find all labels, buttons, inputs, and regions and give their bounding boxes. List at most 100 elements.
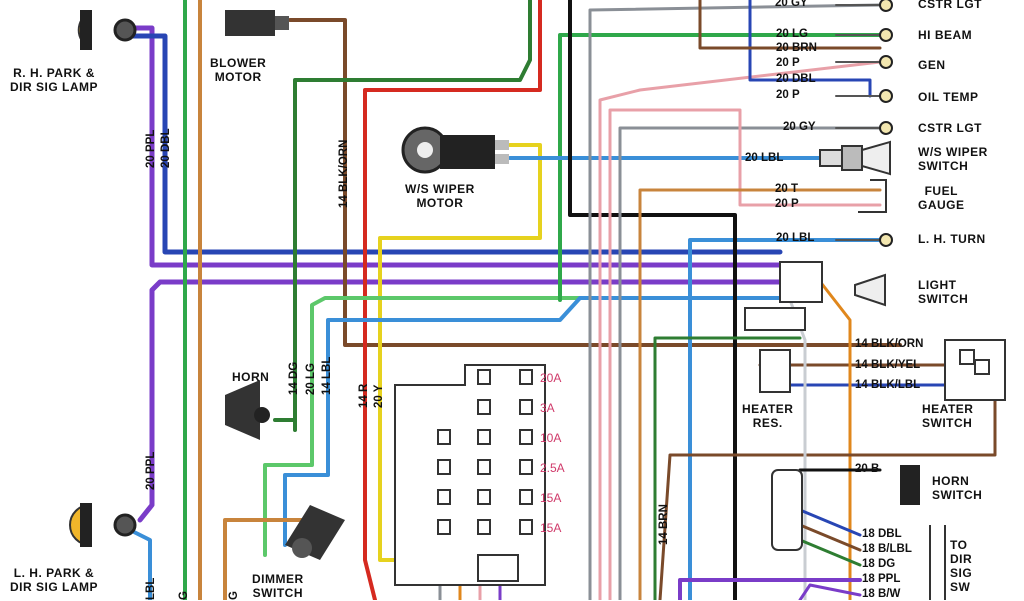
wire-label-ppl-v2: 20 PPL (145, 451, 157, 490)
wire-green-v2 (653, 336, 802, 600)
wire-tan-fuel (638, 188, 882, 600)
horn-switch-icon (900, 465, 920, 505)
wire-dir-5 (798, 583, 862, 600)
wire-label-t: 20 T (775, 183, 799, 195)
wire-label-b-lbl18: 18 B/LBL (862, 543, 912, 555)
label-ws-wiper-switch: W/S WIPER SWITCH (918, 145, 988, 173)
wire-pink-1 (598, 60, 882, 600)
fuel-gauge-icon (858, 179, 887, 213)
label-fuel-gauge: FUEL GAUGE (918, 184, 965, 212)
wire-label-brn: 20 BRN (776, 42, 817, 54)
wire-dimmer-tan (223, 518, 312, 600)
label-rh-park: R. H. PARK & DIR SIG LAMP (10, 66, 99, 94)
wire-label-dg18: 18 DG (862, 558, 896, 570)
dimmer-switch-icon (285, 505, 345, 560)
fuse-rating-4: 2.5A (540, 461, 565, 475)
rh-park-lamp-icon (77, 10, 137, 50)
wire-label-lg-v: 20 LG (305, 363, 317, 395)
wire-ppl-rh (127, 25, 793, 268)
label-blower-motor: BLOWER MOTOR (210, 56, 267, 84)
wire-dir-1 (798, 508, 862, 537)
lh-park-lamp-icon (69, 503, 137, 547)
horn-icon (225, 380, 270, 440)
wire-brn-top (698, 0, 882, 50)
fuse-rating-2: 3A (540, 401, 555, 415)
fuse-rating-6: 15A (540, 521, 562, 535)
fuse-rating-1: 20A (540, 371, 562, 385)
wire-label-r-v: 14 R (358, 383, 370, 408)
wire-label-ppl-v1: 20 PPL (145, 129, 157, 168)
wire-lbl-lh (128, 528, 152, 600)
wire-black (568, 0, 737, 600)
wire-label-p3: 20 P (775, 198, 799, 210)
wire-yellow (378, 143, 542, 562)
wire-dir-2 (798, 523, 862, 552)
wire-orange-v (813, 273, 852, 600)
wire-dbl-rh (127, 33, 783, 255)
wire-label-lbl-v: LBL (145, 577, 157, 600)
wire-label-lbl14-v: 14 LBL (321, 356, 333, 395)
wire-dbl-gen (748, 0, 872, 98)
wire-lg (310, 296, 782, 422)
dir-sig-connector-icon (771, 469, 946, 600)
label-cstr-lgt-top: CSTR LGT (918, 0, 982, 11)
wire-label-y-v: 20 Y (373, 384, 385, 408)
blower-motor-icon (225, 10, 289, 36)
wire-dg (293, 0, 532, 432)
fuse-rating-3: 10A (540, 431, 562, 445)
wire-label-blk-orn-right: 14 BLK/ORN (855, 338, 924, 350)
wire-label-g-v2: G (228, 591, 240, 600)
wire-label-dg-v: 14 DG (288, 361, 300, 395)
wire-dir-4 (678, 578, 862, 600)
wire-ppl-lh (137, 279, 793, 523)
wire-dimmer-blue (283, 418, 330, 547)
ws-wiper-motor-icon (401, 126, 509, 174)
wire-label-dbl: 20 DBL (776, 73, 816, 85)
wire-label-ppl18: 18 PPL (862, 573, 901, 585)
heater-res-icon (759, 349, 791, 393)
wire-label-lbl-wiper: 20 LBL (745, 152, 784, 164)
wire-label-b-w18: 18 B/W (862, 588, 901, 600)
wire-label-lg: 20 LG (776, 28, 808, 40)
wire-lg-top (558, 33, 882, 302)
label-lh-turn: L. H. TURN (918, 232, 986, 246)
label-ws-wiper-motor: W/S WIPER MOTOR (405, 182, 475, 210)
label-hi-beam: HI BEAM (918, 28, 973, 42)
fuse-box-icon (394, 364, 546, 586)
wire-red (363, 0, 542, 600)
wire-label-gy-top: 20 GY (775, 0, 808, 9)
wire-label-lbl-turn: 20 LBL (776, 232, 815, 244)
wire-label-blk-yel: 14 BLK/YEL (855, 359, 921, 371)
label-horn-switch: HORN SWITCH (932, 474, 983, 502)
heater-switch-icon (944, 339, 1006, 401)
wire-label-gy: 20 GY (783, 121, 816, 133)
label-cstr-lgt: CSTR LGT (918, 121, 982, 135)
wire-label-dbl-v: 20 DBL (160, 128, 172, 168)
fuse-rating-5: 15A (540, 491, 562, 505)
wire-blower (288, 18, 902, 347)
wire-lbl (326, 296, 782, 422)
wire-label-brn-v: 14 BRN (658, 504, 670, 545)
wire-dir-3 (798, 538, 862, 567)
gauge-bulbs-icon (879, 0, 893, 247)
wire-label-dbl18: 18 DBL (862, 528, 902, 540)
label-horn: HORN (232, 370, 270, 384)
wire-label-blk-lbl: 14 BLK/LBL (855, 379, 921, 391)
label-light-switch: LIGHT SWITCH (918, 278, 969, 306)
wire-gray-2 (618, 126, 882, 600)
wire-label-g-v1: G (178, 591, 190, 600)
wire-label-b: 20 B (855, 463, 880, 475)
label-lh-park: L. H. PARK & DIR SIG LAMP (10, 566, 99, 594)
ws-wiper-switch-icon (819, 140, 891, 176)
light-switch-icon (744, 261, 886, 331)
label-heater-res: HEATER RES. (742, 402, 794, 430)
wire-dimmer-green (263, 418, 314, 557)
wire-gray-1 (588, 3, 882, 600)
wire-label-blk-orn-v: 14 BLK/ORN (338, 139, 350, 208)
label-gen: GEN (918, 58, 946, 72)
label-to-dir-sig: TO DIR SIG SW (950, 538, 973, 594)
label-heater-switch: HEATER SWITCH (922, 402, 974, 430)
wire-lbl-turn (688, 238, 882, 600)
wire-pink-2 (608, 108, 882, 600)
label-dimmer-switch: DIMMER SWITCH (252, 572, 304, 600)
